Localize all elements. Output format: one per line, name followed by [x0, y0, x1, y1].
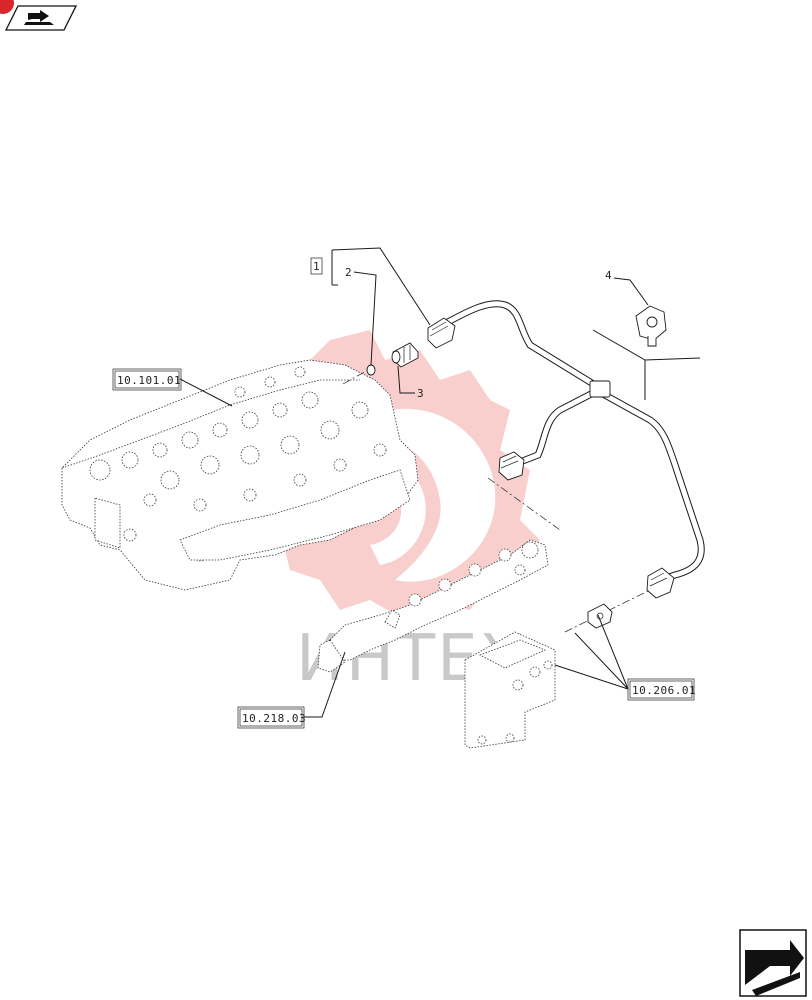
item-1-label[interactable]: 1	[313, 260, 320, 273]
ref-engine-head-label: 10.101.01	[117, 374, 181, 387]
ref-box-engine-head[interactable]: 10.101.01	[112, 368, 182, 391]
book-with-arrow-icon[interactable]	[0, 0, 78, 31]
item-1-box	[310, 257, 323, 275]
item-2-label[interactable]: 2	[345, 266, 352, 279]
alignment-line-fitting	[342, 369, 369, 385]
leader-item-3	[397, 365, 415, 394]
temperature-sensor	[587, 603, 613, 629]
engine-cylinder-head	[61, 359, 419, 591]
item-3-label[interactable]: 3	[417, 387, 424, 400]
leader-item-2	[353, 271, 377, 366]
leader-item-1	[331, 247, 431, 326]
item-4-label[interactable]: 4	[605, 269, 612, 282]
leader-item-4	[613, 277, 649, 306]
mounting-bracket	[464, 631, 556, 749]
wiring-harness	[427, 300, 705, 599]
ref-fuel-rail-label: 10.218.03	[242, 712, 306, 725]
alignment-line-rail	[487, 477, 561, 531]
ref-box-bracket[interactable]: 10.206.01	[627, 678, 696, 701]
item-4-plug	[635, 305, 667, 347]
next-page-arrow-icon[interactable]	[739, 929, 807, 997]
ref-bracket-label: 10.206.01	[632, 684, 696, 697]
leader-ref-bracket	[554, 614, 629, 690]
ref-box-fuel-rail[interactable]: 10.218.03	[237, 706, 306, 729]
leader-ref-rail	[304, 651, 346, 718]
item-2-o-ring	[366, 364, 376, 376]
leader-group-4	[592, 329, 701, 400]
fuel-rail	[317, 539, 549, 673]
connector-bottom	[646, 567, 675, 599]
item-3-sensor	[391, 342, 419, 368]
connector-top	[427, 317, 456, 349]
leader-ref-engine	[179, 378, 233, 407]
connector-middle	[498, 451, 525, 481]
